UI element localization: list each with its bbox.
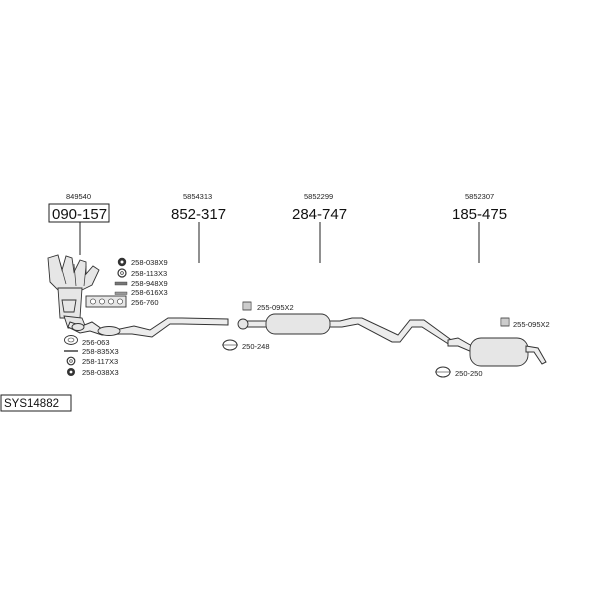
manifold-part-5[interactable]: 256-760 (131, 298, 159, 307)
assembly-part-2[interactable]: 852-317 (171, 206, 226, 223)
middle-part-1[interactable]: 255-095X2 (257, 303, 294, 312)
downpipe-part-3[interactable]: 258-117X3 (82, 357, 118, 366)
washer-icon (117, 268, 127, 278)
rear-silencer-illustration (447, 337, 547, 367)
manifold-part-1[interactable]: 258-038X9 (131, 258, 168, 267)
downpipe-part-4[interactable]: 258-038X3 (82, 368, 119, 377)
downpipe-part-1[interactable]: 256-063 (82, 338, 110, 347)
manifold-gasket-illustration (85, 295, 127, 308)
stud-icon (114, 281, 128, 286)
system-id-box (0, 394, 72, 412)
middle-part-2[interactable]: 250-248 (242, 342, 270, 351)
rear-part-1[interactable]: 255-095X2 (513, 320, 550, 329)
middle-pipe-illustration (237, 313, 451, 346)
front-pipe-illustration (67, 317, 229, 338)
system-id: SYS14882 (4, 398, 59, 410)
mounting-ring-icon (435, 366, 451, 378)
clamp-icon (242, 301, 252, 311)
mounting-ring-icon (222, 339, 238, 351)
assembly-ref-4: 5852307 (465, 192, 494, 201)
assembly-part-4[interactable]: 185-475 (452, 206, 507, 223)
manifold-part-2[interactable]: 258-113X3 (131, 269, 167, 278)
manifold-part-4[interactable]: 258-616X3 (131, 288, 168, 297)
part-number-box-1 (48, 203, 110, 223)
manifold-part-3[interactable]: 258-948X9 (131, 279, 168, 288)
bolt-icon (114, 291, 128, 295)
assembly-part-3[interactable]: 284-747 (292, 206, 347, 223)
nut-icon (117, 257, 127, 267)
assembly-ref-1: 849540 (66, 192, 91, 201)
washer-icon (66, 356, 76, 366)
nut-icon (67, 368, 75, 376)
rear-part-2[interactable]: 250-250 (455, 369, 483, 378)
exhaust-manifold-illustration (47, 254, 100, 329)
assembly-ref-2: 5854313 (183, 192, 212, 201)
downpipe-part-2[interactable]: 258-835X3 (82, 347, 119, 356)
gasket-ring-icon (64, 335, 78, 345)
assembly-part-1[interactable]: 090-157 (52, 206, 107, 223)
clamp-icon (500, 317, 510, 327)
assembly-ref-3: 5852299 (304, 192, 333, 201)
